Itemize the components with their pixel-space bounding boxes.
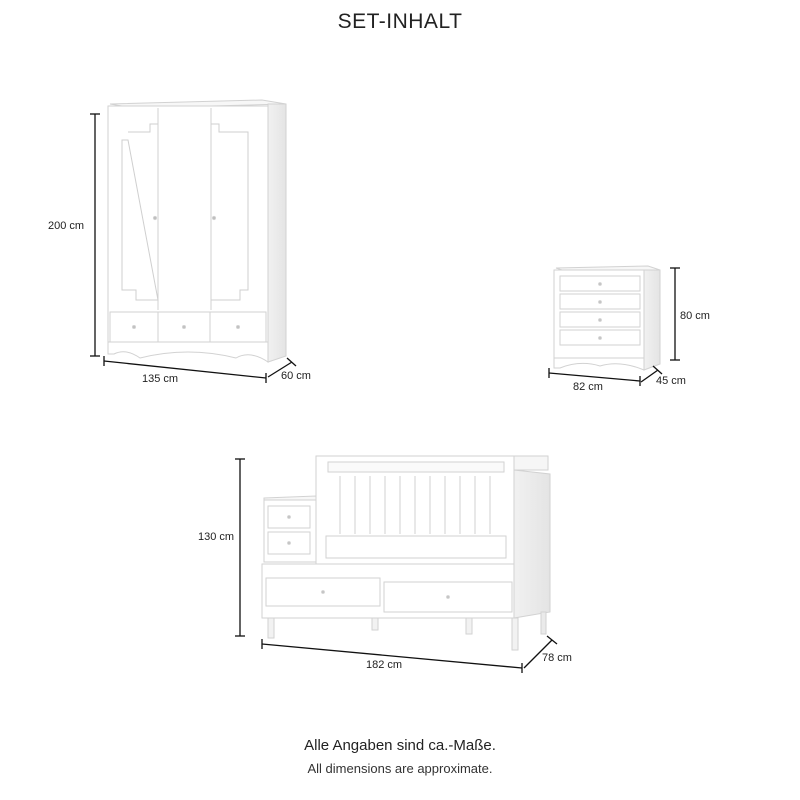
crib-depth-label: 78 cm bbox=[542, 652, 572, 664]
crib-height-label: 130 cm bbox=[198, 531, 234, 543]
dresser-height-label: 80 cm bbox=[680, 310, 710, 322]
page-title: SET-INHALT bbox=[337, 10, 463, 33]
wardrobe-depth-label: 60 cm bbox=[281, 370, 311, 382]
crib-dimensions bbox=[235, 458, 558, 673]
wardrobe-dimensions bbox=[90, 113, 297, 383]
dresser-dimensions bbox=[548, 267, 680, 386]
dresser-width-label: 82 cm bbox=[573, 381, 603, 393]
wardrobe-height-label: 200 cm bbox=[48, 220, 84, 232]
footer-english-note: All dimensions are approximate. bbox=[307, 761, 493, 776]
crib-width-label: 182 cm bbox=[366, 659, 402, 671]
dresser-depth-label: 45 cm bbox=[656, 375, 686, 387]
wardrobe-illustration bbox=[107, 99, 287, 363]
wardrobe-width-label: 135 cm bbox=[142, 373, 178, 385]
crib-illustration bbox=[261, 455, 551, 651]
footer-german-note: Alle Angaben sind ca.-Maße. bbox=[304, 737, 496, 754]
dresser-illustration bbox=[553, 265, 661, 371]
